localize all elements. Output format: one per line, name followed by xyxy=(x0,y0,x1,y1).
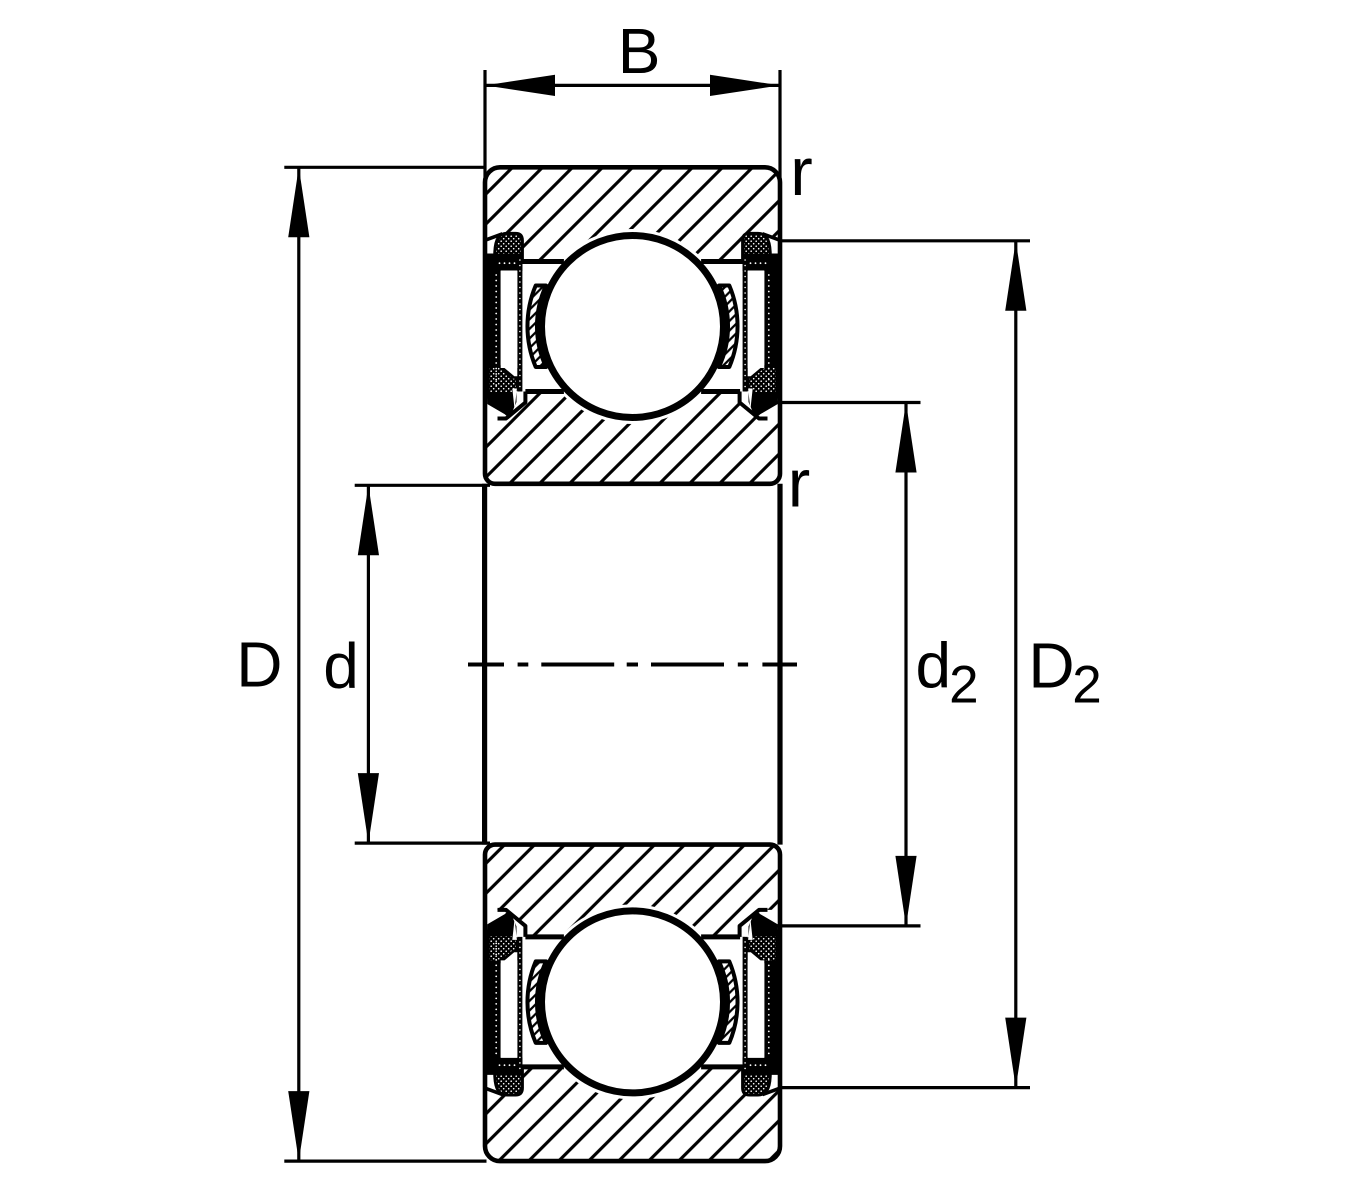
svg-text:D: D xyxy=(1028,630,1074,702)
svg-text:B: B xyxy=(618,15,661,87)
svg-text:r: r xyxy=(790,135,812,210)
svg-text:2: 2 xyxy=(949,655,978,714)
svg-text:D: D xyxy=(236,629,282,701)
svg-text:d: d xyxy=(323,630,359,702)
svg-text:2: 2 xyxy=(1072,655,1101,714)
svg-text:d: d xyxy=(916,630,952,702)
svg-text:r: r xyxy=(788,447,810,522)
